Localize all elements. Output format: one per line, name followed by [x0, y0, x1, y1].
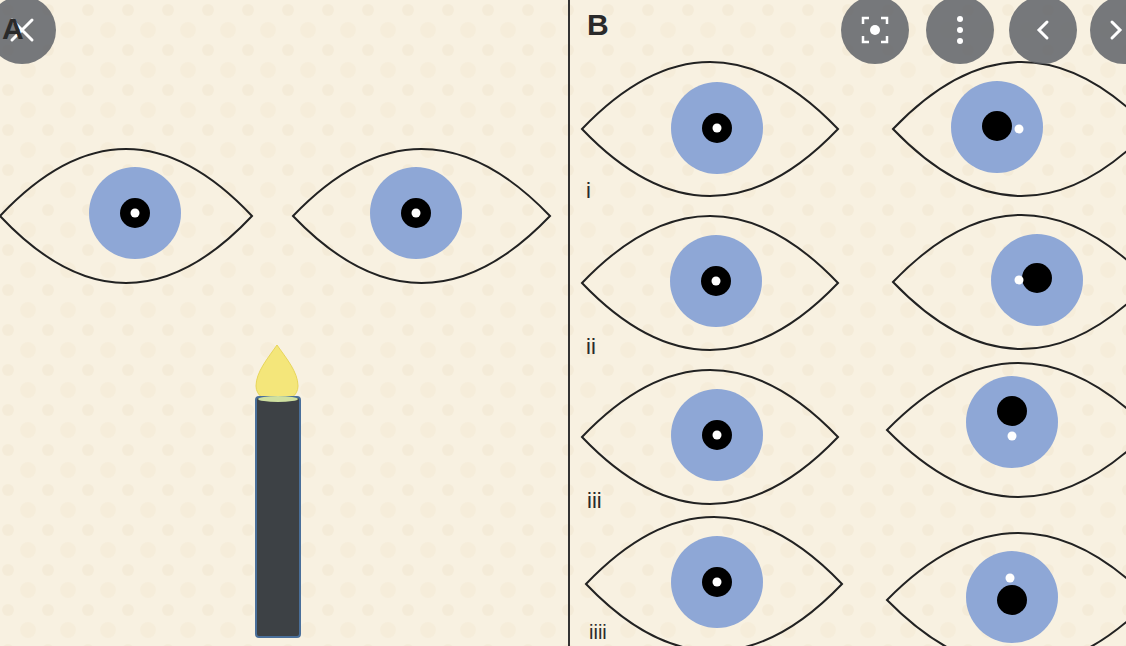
eye	[586, 517, 842, 646]
eye	[293, 149, 550, 283]
light-reflex	[1015, 276, 1024, 285]
eye-outline	[293, 149, 550, 283]
panel-label: B	[587, 10, 609, 40]
back-icon	[1039, 22, 1047, 38]
panel-label: A	[2, 14, 24, 44]
viewer-buttons	[0, 0, 1126, 64]
light-reflex	[712, 277, 721, 286]
lens-dot	[870, 25, 880, 35]
iris	[370, 167, 462, 259]
pupil	[701, 266, 731, 296]
eye	[887, 533, 1126, 646]
eye-outline	[0, 149, 252, 283]
iris	[991, 234, 1083, 326]
eye	[582, 62, 838, 196]
eye-outline	[887, 363, 1126, 497]
iris	[670, 235, 762, 327]
eye	[893, 62, 1126, 196]
pupil	[702, 420, 732, 450]
row-label: iiii	[589, 622, 607, 642]
eye	[582, 216, 838, 350]
light-reflex	[412, 209, 421, 218]
eye-outline	[582, 216, 838, 350]
back-button	[1009, 0, 1077, 64]
light-reflex	[713, 124, 722, 133]
iris	[951, 81, 1043, 173]
iris	[89, 167, 181, 259]
light-reflex	[1008, 432, 1017, 441]
row-label: i	[586, 180, 591, 202]
iris	[966, 551, 1058, 643]
eye-outline	[893, 62, 1126, 196]
next-button	[1090, 0, 1126, 64]
candle	[256, 345, 300, 637]
eye-outline	[582, 62, 838, 196]
light-reflex	[131, 209, 140, 218]
close-button	[0, 0, 56, 64]
pupil	[982, 111, 1012, 141]
eye	[893, 215, 1126, 349]
candle-top	[258, 396, 298, 402]
more-button	[926, 0, 994, 64]
light-reflex	[713, 578, 722, 587]
pupil	[997, 585, 1027, 615]
iris	[966, 376, 1058, 468]
eye-outline	[586, 517, 842, 646]
pupil	[401, 198, 431, 228]
light-reflex	[1006, 574, 1015, 583]
eye-outline	[582, 370, 838, 504]
pupil	[120, 198, 150, 228]
pupil	[702, 567, 732, 597]
pupil	[1022, 263, 1052, 293]
panel-divider	[568, 0, 570, 646]
next-icon	[1112, 22, 1120, 38]
iris	[671, 82, 763, 174]
eye	[582, 370, 838, 504]
iris	[671, 389, 763, 481]
pupil	[702, 113, 732, 143]
light-reflex	[713, 431, 722, 440]
eye-outline	[893, 215, 1126, 349]
row-label: iii	[587, 490, 602, 512]
eye	[0, 149, 252, 283]
candle-body	[256, 397, 300, 637]
eye-outline	[887, 533, 1126, 646]
light-reflex	[1015, 125, 1024, 134]
eyes	[0, 62, 1126, 646]
lens-button	[841, 0, 909, 64]
eye	[887, 363, 1126, 497]
row-label: ii	[586, 336, 596, 358]
candle-flame	[256, 345, 298, 402]
iris	[671, 536, 763, 628]
pupil	[997, 396, 1027, 426]
lens-icon	[863, 18, 887, 42]
